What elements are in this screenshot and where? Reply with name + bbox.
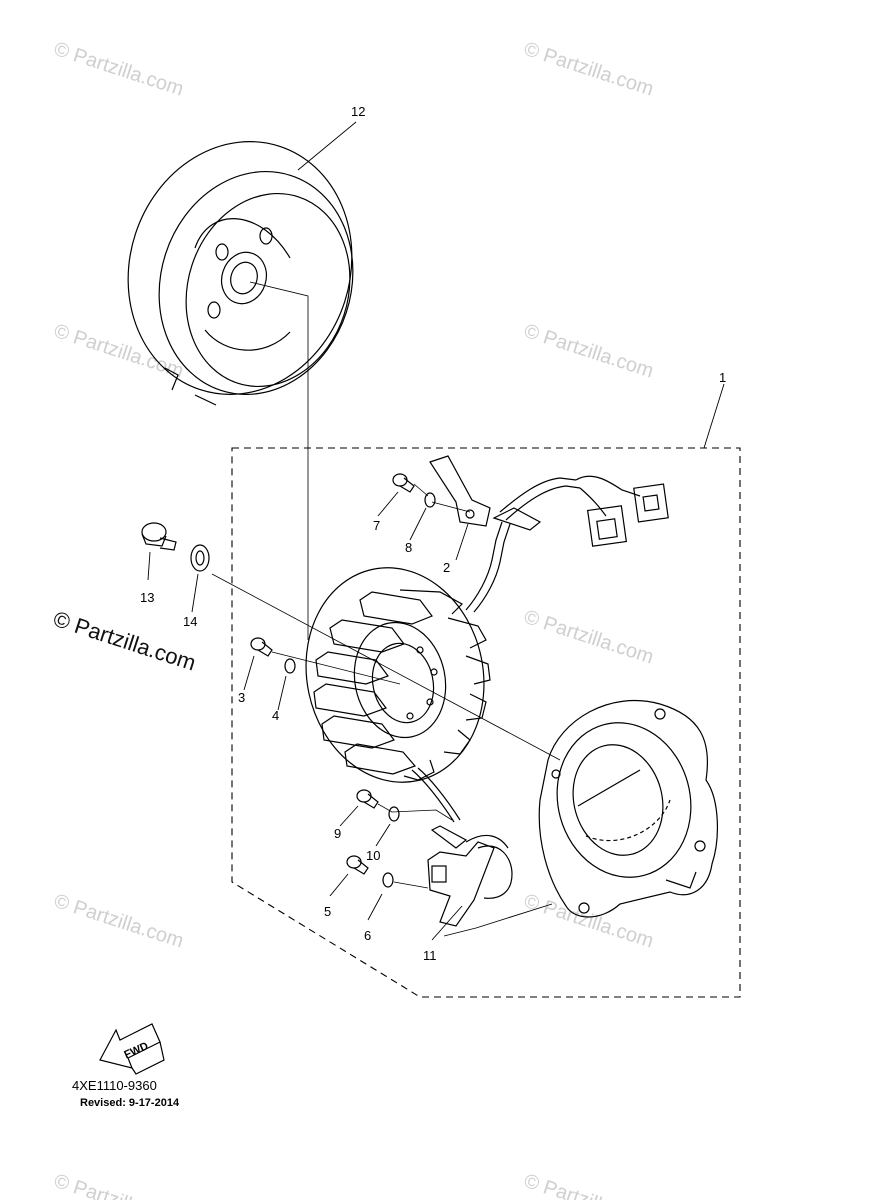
- callout-12: 12: [351, 104, 365, 119]
- screw-part-9: [356, 789, 379, 809]
- rotor-flywheel-part-12: [127, 141, 354, 406]
- washer-part-4: [284, 658, 296, 674]
- diagram-part-code: 4XE1110-9360: [72, 1078, 157, 1093]
- stator-coil: [305, 521, 511, 783]
- washer-part-10: [388, 806, 400, 822]
- washer-part-6: [382, 872, 394, 888]
- callout-7: 7: [373, 518, 380, 533]
- screw-part-7: [392, 473, 415, 493]
- callout-2: 2: [443, 560, 450, 575]
- screw-part-3: [250, 637, 273, 657]
- assembly-lines: [211, 281, 561, 889]
- callout-13: 13: [140, 590, 154, 605]
- callout-4: 4: [272, 708, 279, 723]
- callout-1: 1: [719, 370, 726, 385]
- bolt-part-13: [141, 522, 177, 551]
- screw-part-5: [346, 855, 369, 875]
- callout-9: 9: [334, 826, 341, 841]
- callout-3: 3: [238, 690, 245, 705]
- callout-8: 8: [405, 540, 412, 555]
- callout-10: 10: [366, 848, 380, 863]
- callout-11: 11: [423, 948, 437, 963]
- callout-6: 6: [364, 928, 371, 943]
- callout-5: 5: [324, 904, 331, 919]
- washer-part-8: [424, 492, 436, 508]
- lead-clamp-part-2: [429, 455, 669, 547]
- washer-part-14: [190, 544, 210, 572]
- leader-lines: [147, 121, 725, 941]
- fwd-arrow-icon: FWD: [99, 1023, 165, 1075]
- revision-date: Revised: 9-17-2014: [80, 1097, 180, 1109]
- pickup-coil-part-11: [411, 767, 513, 927]
- stator-base-cover: [538, 699, 718, 918]
- assembly-boundary: [231, 447, 741, 998]
- callout-14: 14: [183, 614, 197, 629]
